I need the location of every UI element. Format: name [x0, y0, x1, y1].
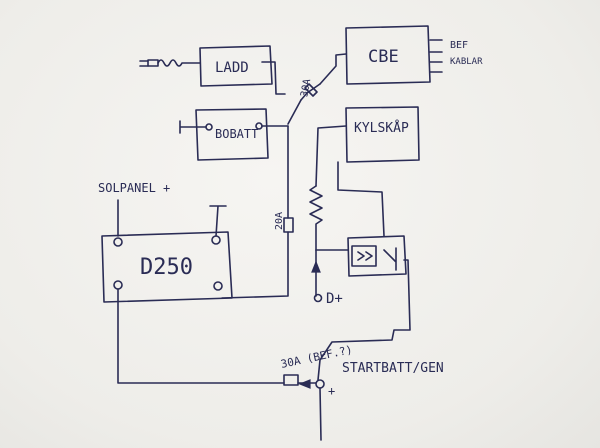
d250-box: D250: [101, 205, 233, 303]
mains-plug-icon: [139, 59, 201, 67]
d250-start-wire: [117, 288, 285, 384]
top-junction-wire: [287, 99, 302, 125]
kylskap-box: KYLSKÅP: [345, 106, 420, 163]
cbe-feed-wire: [319, 53, 347, 85]
dplus-label: D+: [326, 291, 343, 307]
cbe-label: CBE: [368, 47, 399, 67]
kablar-label: KABLAR: [450, 57, 483, 67]
ladd-charger-box: LADD: [199, 45, 286, 95]
fuse-30a-top-label: 30A: [299, 78, 313, 98]
d250-feed-wire: [221, 231, 289, 299]
d250-label: D250: [140, 255, 193, 280]
cbe-box: CBE BEF KABLAR: [345, 25, 483, 85]
relay-to-start-wire: [317, 259, 411, 381]
startbatt-label: STARTBATT/GEN: [342, 361, 444, 376]
resistor-symbol: [309, 185, 323, 251]
fuse-20a: 20A: [274, 212, 294, 233]
solpanel-label: SOLPANEL +: [98, 181, 170, 195]
diode-arrow-icon: [311, 260, 321, 273]
ladd-label: LADD: [215, 60, 249, 76]
solar-panel-lead: SOLPANEL +: [98, 181, 170, 237]
bef-label: BEF: [450, 40, 468, 51]
fridge-return-wire: [315, 125, 347, 187]
relay-symbol: [315, 235, 407, 277]
kylskap-label: KYLSKÅP: [354, 120, 409, 136]
fridge-relay-wire: [337, 161, 385, 237]
startbatt-plus-label: +: [328, 384, 335, 398]
fuse-20a-label: 20A: [274, 212, 285, 230]
dplus-terminal: [313, 293, 323, 303]
bobatt-label: BOBATT: [215, 127, 258, 141]
bobatt-box: BOBATT: [179, 108, 289, 161]
startbatt-terminal: STARTBATT/GEN +: [315, 361, 444, 441]
fuse-30a-top: 30A: [299, 78, 321, 101]
